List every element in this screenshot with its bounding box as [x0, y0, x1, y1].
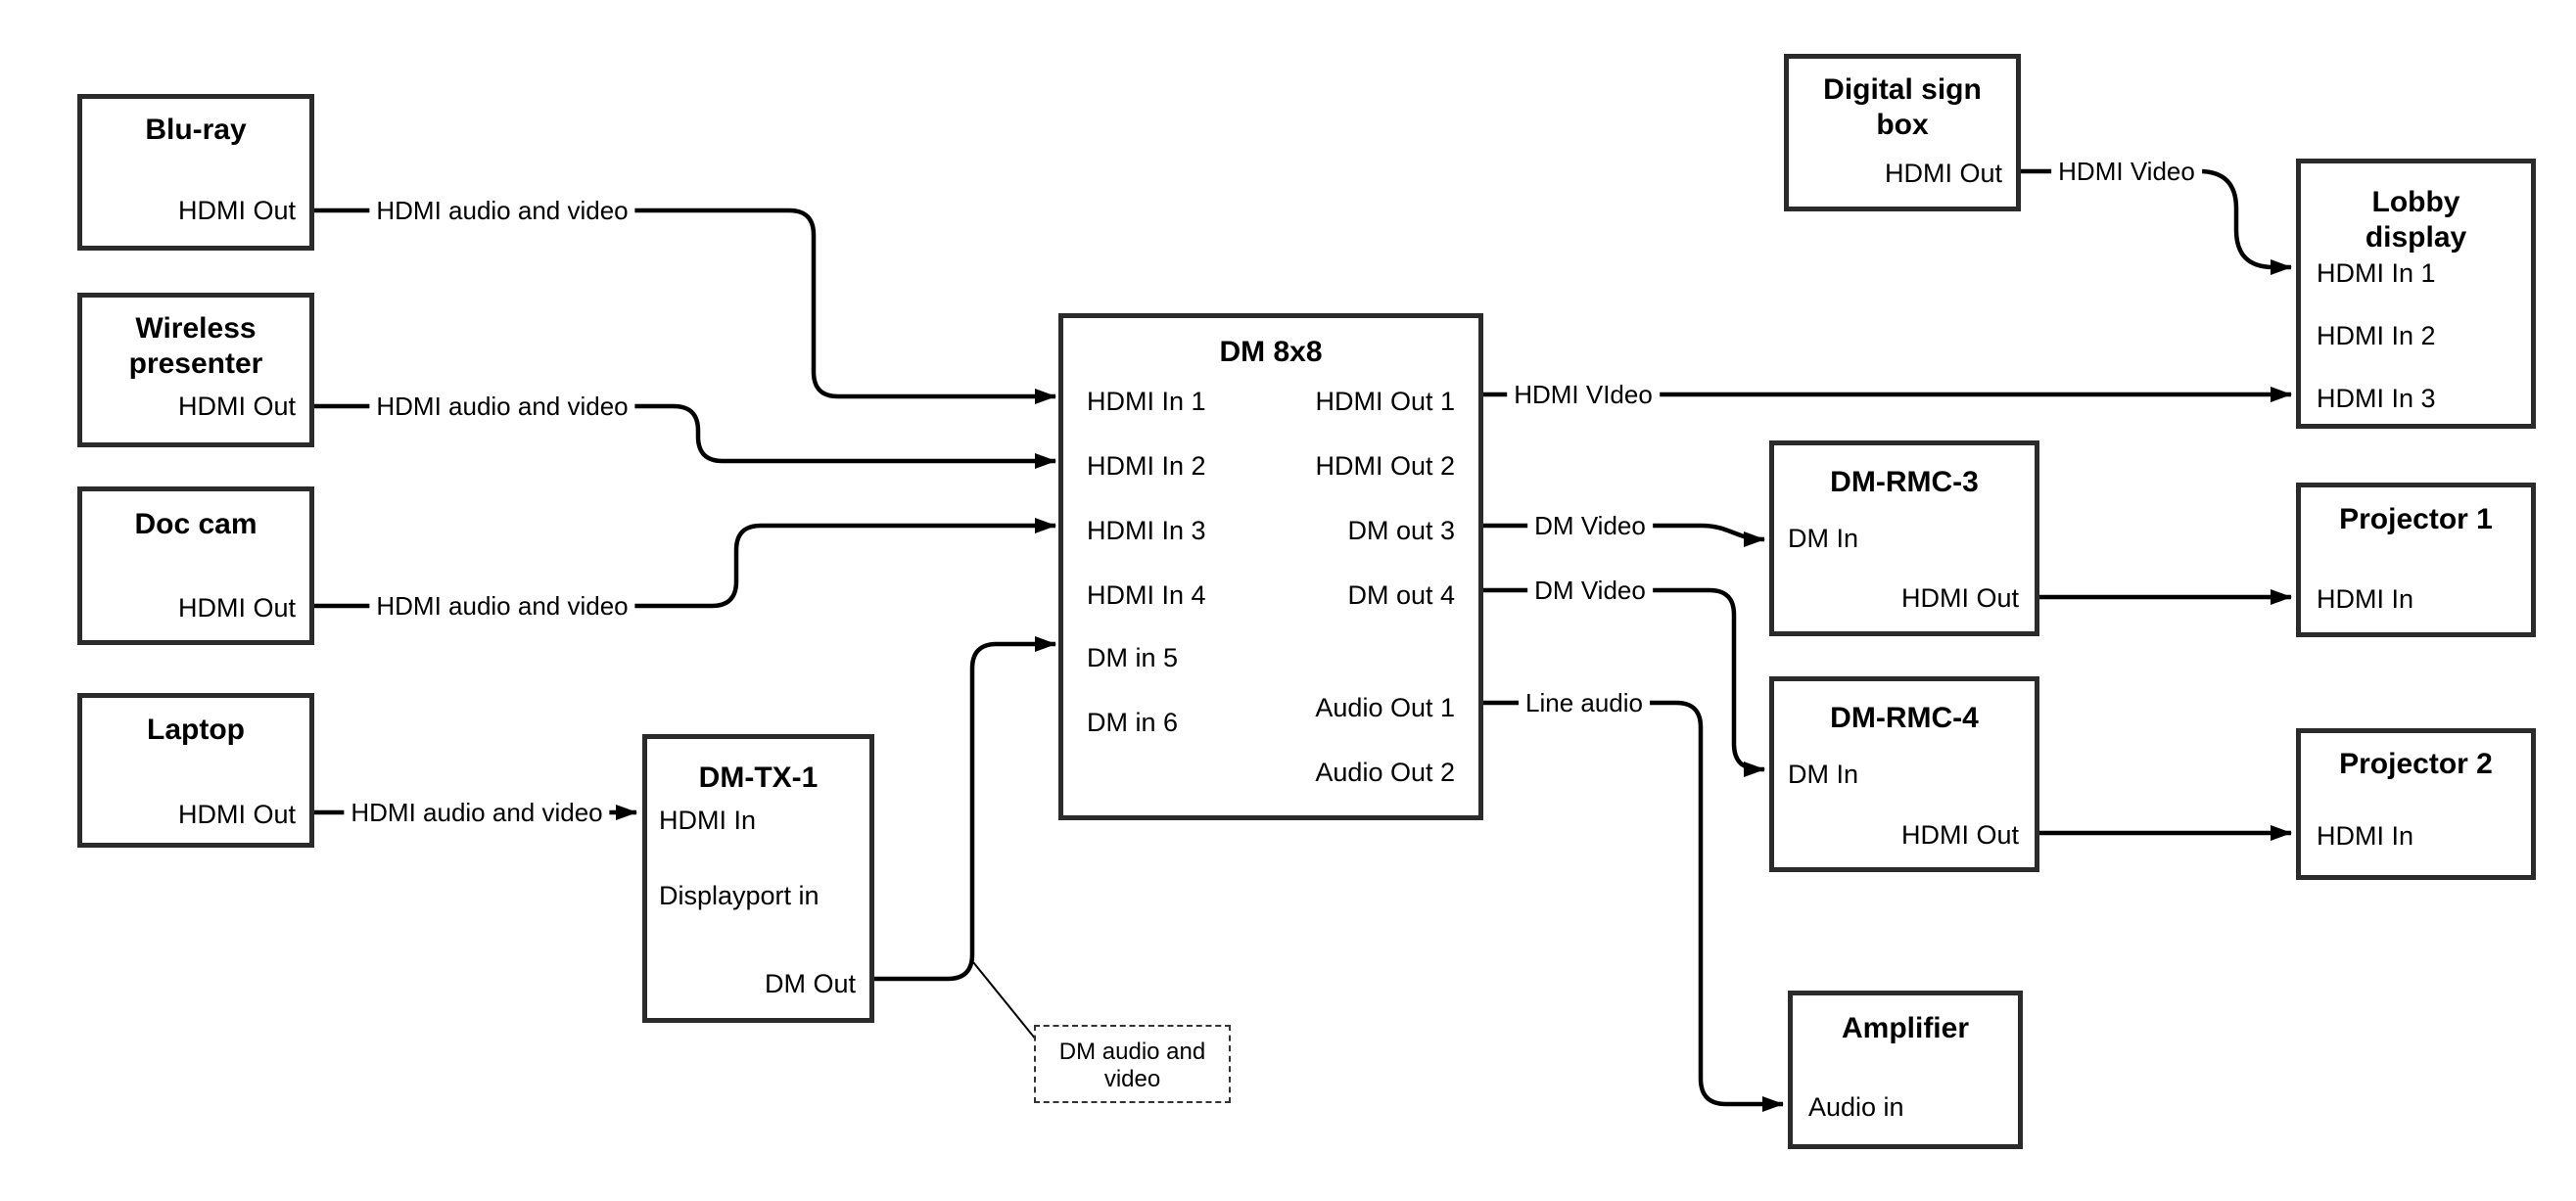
wire-label-hdmi-av-wireless: HDMI audio and video	[369, 392, 635, 421]
port-audio-in: Audio in	[1808, 1092, 1904, 1122]
node-dm-rmc-4[interactable]: DM-RMC-4 DM In HDMI Out	[1769, 676, 2039, 872]
node-title: DM-RMC-3	[1830, 466, 1979, 498]
wire-digitalsign-to-lobby-in1[interactable]	[2021, 168, 2292, 275]
callout-leader-line	[972, 961, 1037, 1040]
node-doc-cam[interactable]: Doc cam HDMI Out	[77, 486, 314, 645]
wire-wireless-to-dm8x8-in2[interactable]	[314, 403, 1056, 469]
port-hdmi-in-1: HDMI In 1	[1087, 387, 1206, 416]
node-blu-ray[interactable]: Blu-ray HDMI Out	[77, 94, 314, 251]
port-hdmi-in: HDMI In	[2317, 584, 2414, 614]
port-dm-out: DM Out	[764, 969, 856, 998]
wire-dm8x8-out4-to-rmc4[interactable]	[1483, 587, 1765, 777]
port-hdmi-out-1: HDMI Out 1	[1315, 387, 1455, 416]
port-hdmi-out: HDMI Out	[177, 196, 296, 225]
port-dm-in-5: DM in 5	[1087, 643, 1179, 672]
node-projector-2[interactable]: Projector 2 HDMI In	[2296, 728, 2536, 880]
port-displayport-in: Displayport in	[659, 881, 820, 910]
wire-label-dm-video-out3: DM Video	[1527, 511, 1653, 540]
port-hdmi-in-2: HDMI In 2	[2317, 321, 2436, 350]
wire-label-hdmi-av-doccam: HDMI audio and video	[369, 591, 635, 621]
port-hdmi-out: HDMI Out	[177, 800, 296, 829]
wire-dm8x8-audio1-to-amplifier[interactable]	[1483, 700, 1784, 1112]
wire-dm8x8-out3-to-rmc3[interactable]	[1483, 523, 1765, 547]
port-hdmi-out-2: HDMI Out 2	[1315, 451, 1455, 481]
wire-label-hdmi-video-sign: HDMI Video	[2051, 157, 2202, 186]
node-laptop[interactable]: Laptop HDMI Out	[77, 693, 314, 848]
wire-dmtx1-to-dm8x8-in5[interactable]	[874, 636, 1056, 982]
node-dm-tx-1[interactable]: DM-TX-1 HDMI In Displayport in DM Out	[642, 734, 874, 1023]
node-title: Projector 1	[2339, 503, 2493, 535]
node-title: Blu-ray	[145, 114, 247, 146]
port-dm-in-6: DM in 6	[1087, 708, 1179, 737]
node-title: Doc cam	[134, 508, 258, 540]
port-dm-out-3: DM out 3	[1347, 516, 1455, 545]
port-hdmi-out: HDMI Out	[1900, 583, 2019, 613]
port-dm-out-4: DM out 4	[1347, 580, 1455, 610]
node-title: DM-RMC-4	[1830, 702, 1979, 734]
port-hdmi-in-1: HDMI In 1	[2317, 258, 2436, 288]
port-dm-in: DM In	[1788, 524, 1859, 553]
node-projector-1[interactable]: Projector 1 HDMI In	[2296, 483, 2536, 637]
port-hdmi-in-3: HDMI In 3	[1087, 516, 1206, 545]
port-hdmi-in: HDMI In	[659, 806, 757, 835]
wire-doccam-to-dm8x8-in3[interactable]	[314, 518, 1056, 609]
node-title: DM-TX-1	[698, 762, 819, 794]
node-dm-8x8[interactable]: DM 8x8 HDMI In 1 HDMI In 2 HDMI In 3 HDM…	[1058, 313, 1483, 820]
node-amplifier[interactable]: Amplifier Audio in	[1788, 991, 2023, 1149]
callout-dm-audio-video: DM audio and video	[1034, 1025, 1231, 1103]
port-hdmi-out: HDMI Out	[177, 392, 296, 421]
port-dm-in: DM In	[1788, 760, 1859, 789]
node-title: Laptop	[147, 714, 245, 746]
port-hdmi-in-3: HDMI In 3	[2317, 384, 2436, 413]
node-dm-rmc-3[interactable]: DM-RMC-3 DM In HDMI Out	[1769, 440, 2039, 636]
node-title: Amplifier	[1841, 1012, 1970, 1044]
node-title: DM 8x8	[1219, 336, 1323, 368]
wire-bluray-to-dm8x8-in1[interactable]	[314, 208, 1056, 404]
port-hdmi-out: HDMI Out	[1884, 159, 2002, 188]
wire-label-hdmi-av-laptop: HDMI audio and video	[344, 798, 610, 827]
port-audio-out-2: Audio Out 2	[1315, 758, 1455, 787]
port-audio-out-1: Audio Out 1	[1315, 693, 1455, 722]
wire-label-dm-video-out4: DM Video	[1527, 576, 1653, 605]
port-hdmi-in-4: HDMI In 4	[1087, 580, 1206, 610]
node-title: Projector 2	[2339, 748, 2493, 780]
port-hdmi-out: HDMI Out	[177, 593, 296, 623]
wire-label-hdmi-video-out1: HDMI VIdeo	[1507, 380, 1660, 409]
port-hdmi-in-2: HDMI In 2	[1087, 451, 1206, 481]
port-hdmi-in: HDMI In	[2317, 821, 2414, 851]
port-hdmi-out: HDMI Out	[1900, 820, 2019, 850]
wire-label-hdmi-av-bluray: HDMI audio and video	[369, 196, 635, 225]
wire-label-line-audio: Line audio	[1519, 688, 1650, 717]
